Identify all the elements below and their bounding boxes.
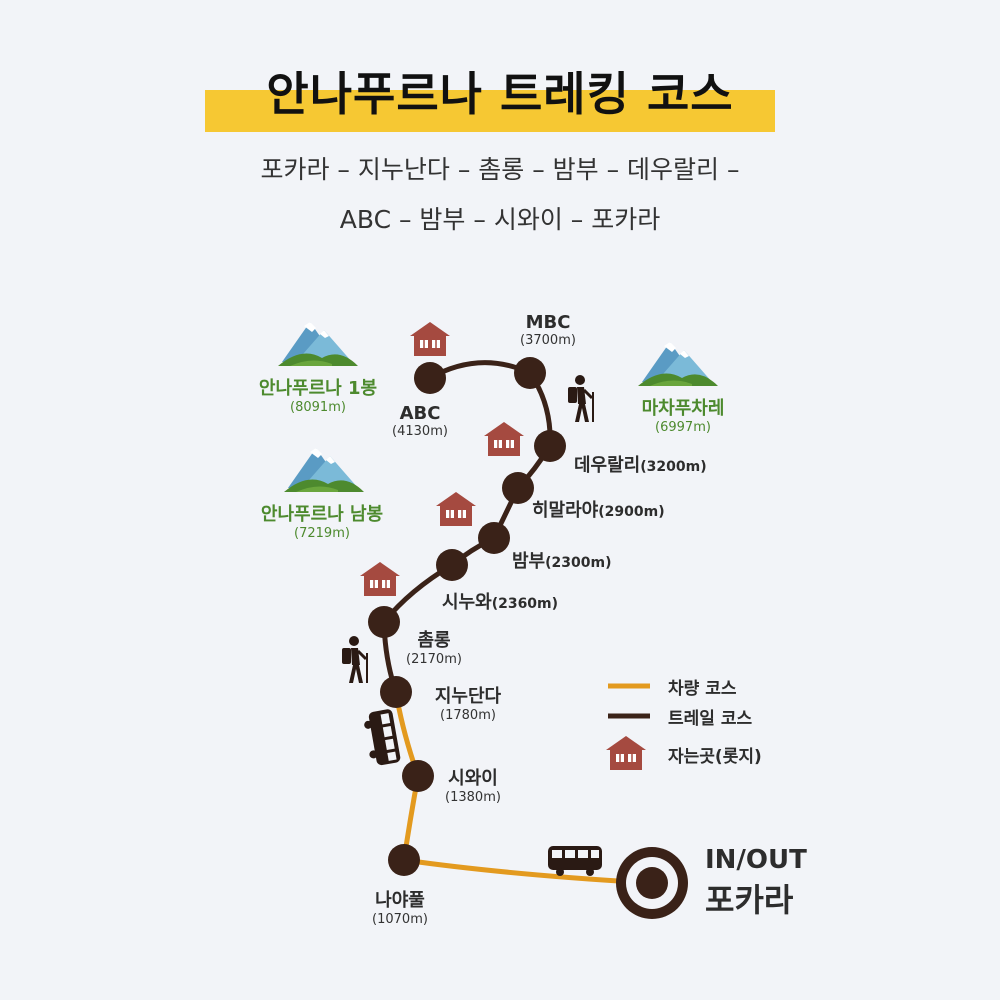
legend-vehicle-label: 차량 코스 <box>668 679 737 699</box>
inout-label: IN/OUT 포카라 <box>705 845 807 921</box>
mountain-icon <box>638 342 718 386</box>
mountain-icon <box>284 448 364 492</box>
stop-label-mbc: MBC (3700m) <box>520 312 576 348</box>
stop-dot-bamboo <box>478 522 510 554</box>
stop-label-jhinudanda: 지누단다 (1780m) <box>434 686 502 723</box>
lodge-icon <box>605 735 647 771</box>
stop-label-himalaya: 히말라야(2900m) <box>532 500 665 521</box>
inout-text: IN/OUT <box>705 845 807 875</box>
hiker-icon <box>566 373 595 424</box>
pokhara-target-icon <box>616 847 688 919</box>
stop-dot-siwai <box>402 760 434 792</box>
legend-lodge-label: 자는곳(롯지) <box>668 747 762 767</box>
route-line-2: ABC – 밤부 – 시와이 – 포카라 <box>339 205 661 234</box>
stop-dot-mbc <box>514 357 546 389</box>
bus-icon <box>548 846 602 876</box>
mountain-label: 안나푸르나 남봉 (7219m) <box>260 504 384 541</box>
bus-icon <box>362 708 402 767</box>
stop-label-abc: ABC (4130m) <box>392 403 448 439</box>
stop-label-deurali: 데우랄리(3200m) <box>574 455 707 476</box>
route-line-1: 포카라 – 지누난다 – 촘롱 – 밤부 – 데우랄리 – <box>260 155 740 184</box>
stop-dot-himalaya <box>502 472 534 504</box>
title-container: 안나푸르나 트레킹 코스 <box>0 58 1000 124</box>
stop-label-nayapul: 나야풀 (1070m) <box>372 890 428 927</box>
page-title: 안나푸르나 트레킹 코스 <box>266 67 734 121</box>
lodge-icon <box>359 561 401 597</box>
stop-dot-abc <box>414 362 446 394</box>
lodge-icon <box>409 321 451 357</box>
title-highlight <box>205 90 775 132</box>
inout-place: 포카라 <box>705 881 794 919</box>
stop-dot-deurali <box>534 430 566 462</box>
lodge-icon <box>483 421 525 457</box>
stop-dot-sinuwa <box>436 549 468 581</box>
lodge-icon <box>435 491 477 527</box>
mountain-icon <box>278 322 358 366</box>
legend-trail-label: 트레일 코스 <box>668 709 753 729</box>
hiker-icon <box>340 634 369 685</box>
stop-dot-nayapul <box>388 844 420 876</box>
stop-dot-chomrong <box>368 606 400 638</box>
mountain-label: 마차푸차레 (6997m) <box>641 398 725 435</box>
stop-label-sinuwa: 시누와(2360m) <box>442 592 559 613</box>
stop-label-chomrong: 촘롱 (2170m) <box>406 630 462 667</box>
stop-label-bamboo: 밤부(2300m) <box>512 551 612 572</box>
stop-label-siwai: 시와이 (1380m) <box>445 768 501 805</box>
vehicle-route <box>393 689 655 886</box>
mountain-label: 안나푸르나 1봉 (8091m) <box>258 378 378 415</box>
stop-dot-jhinudanda <box>380 676 412 708</box>
